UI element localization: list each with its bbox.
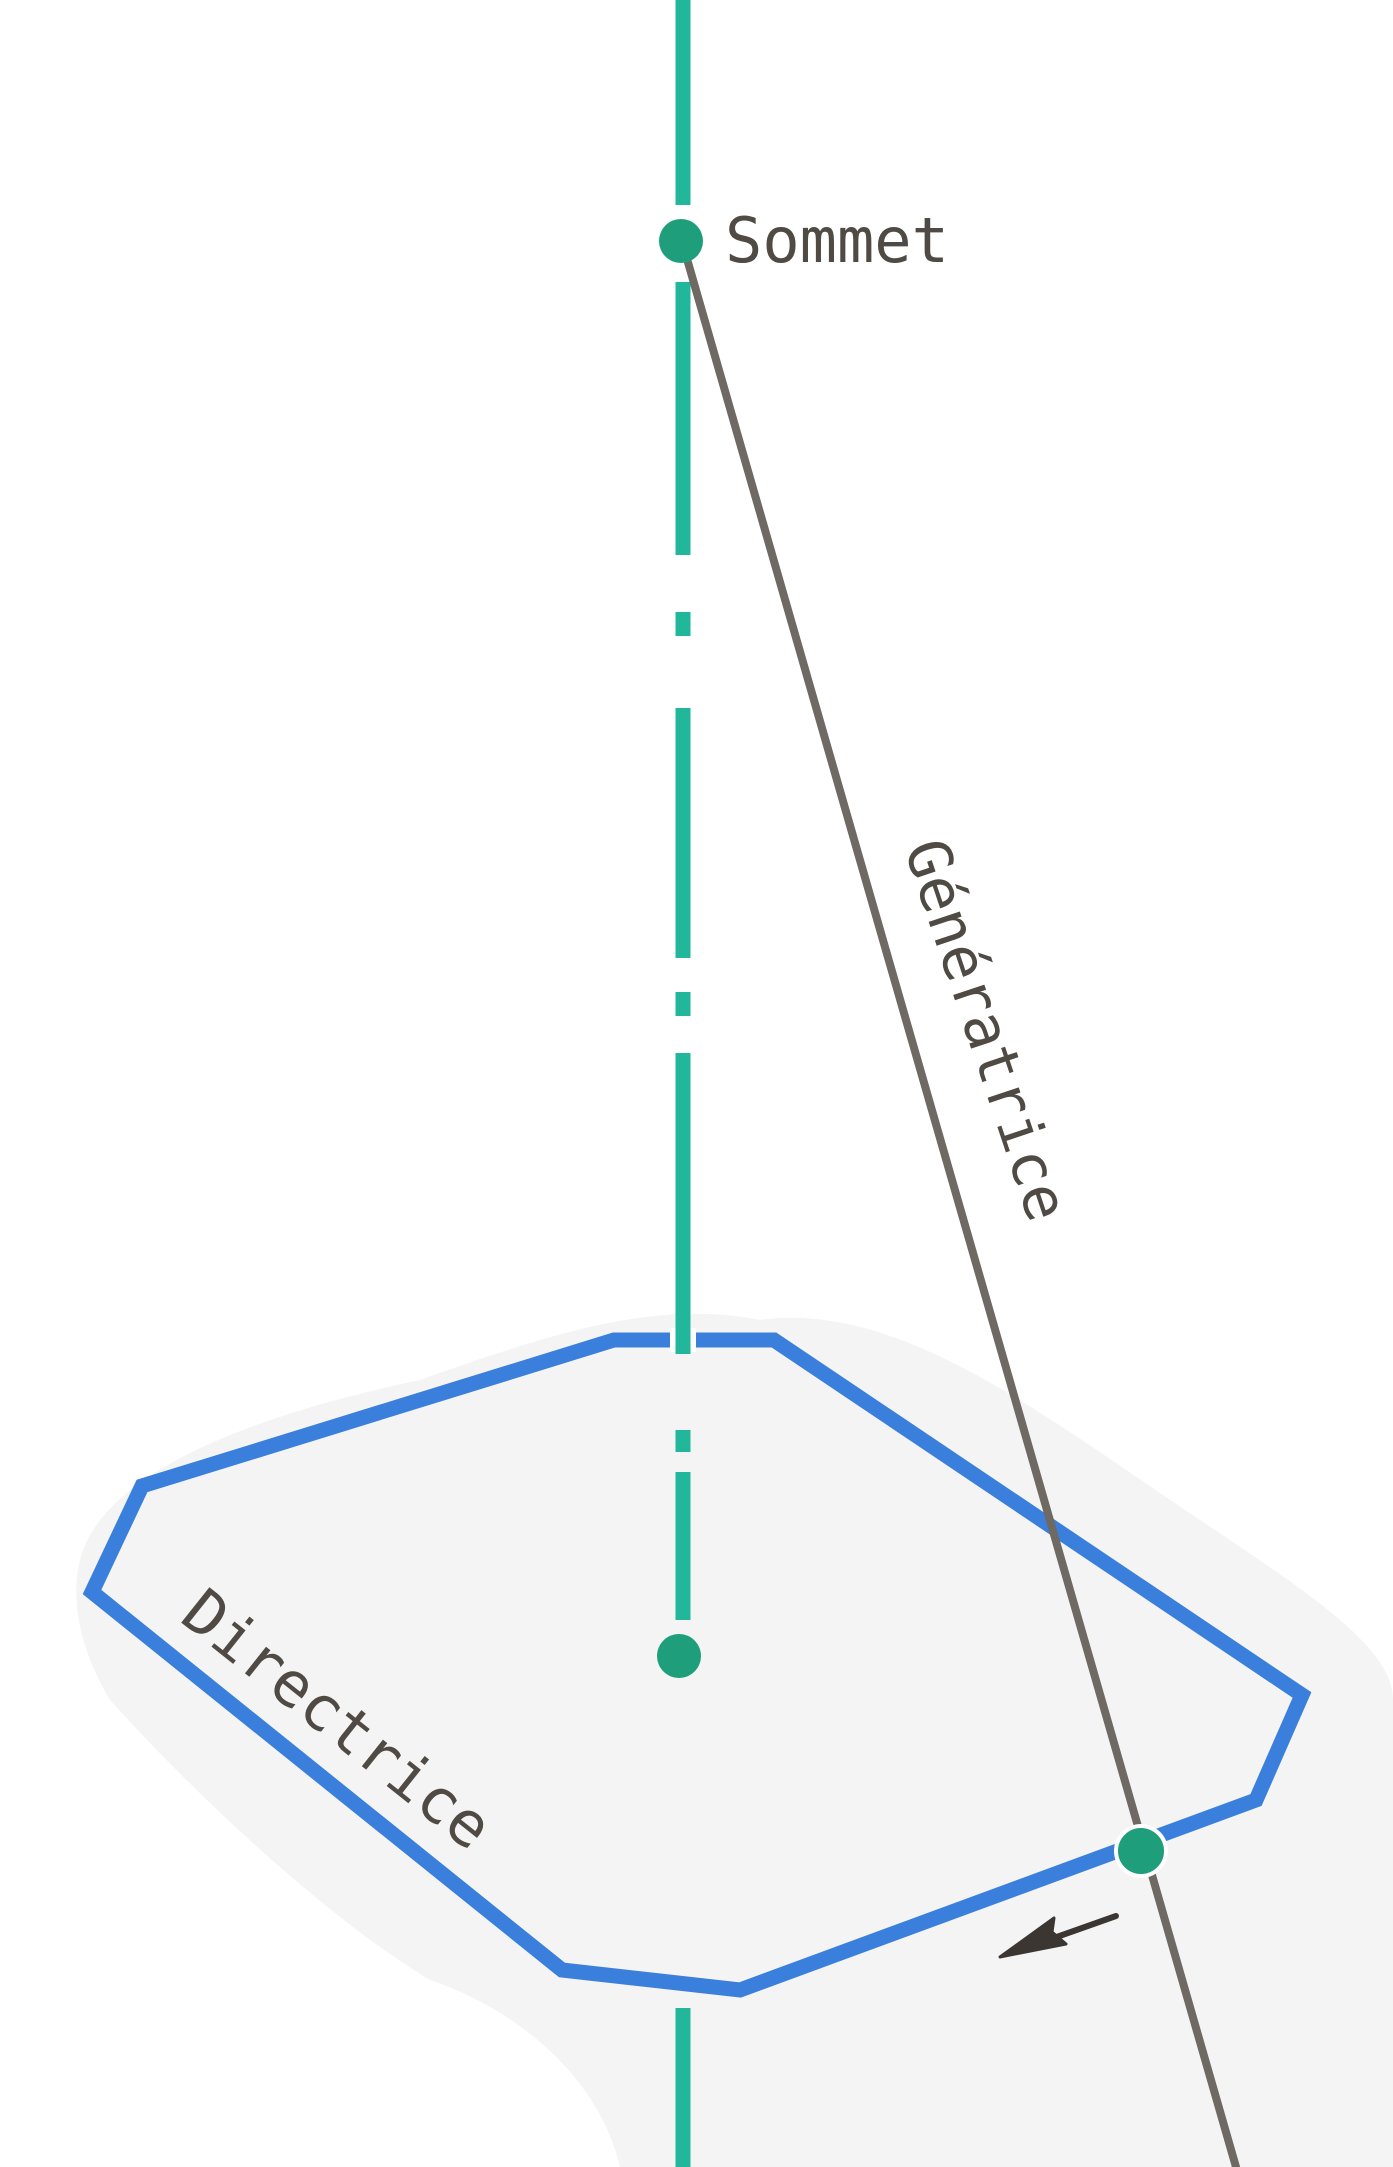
direction-arrow-icon <box>998 1913 1119 1959</box>
center-point <box>657 1634 701 1678</box>
apex-label: Sommet <box>725 204 949 277</box>
apex-point <box>659 219 703 263</box>
directrix-polygon <box>82 1332 1312 1998</box>
generatrix-label: Génératrice <box>890 831 1082 1230</box>
intersection-point <box>1114 1824 1168 1878</box>
